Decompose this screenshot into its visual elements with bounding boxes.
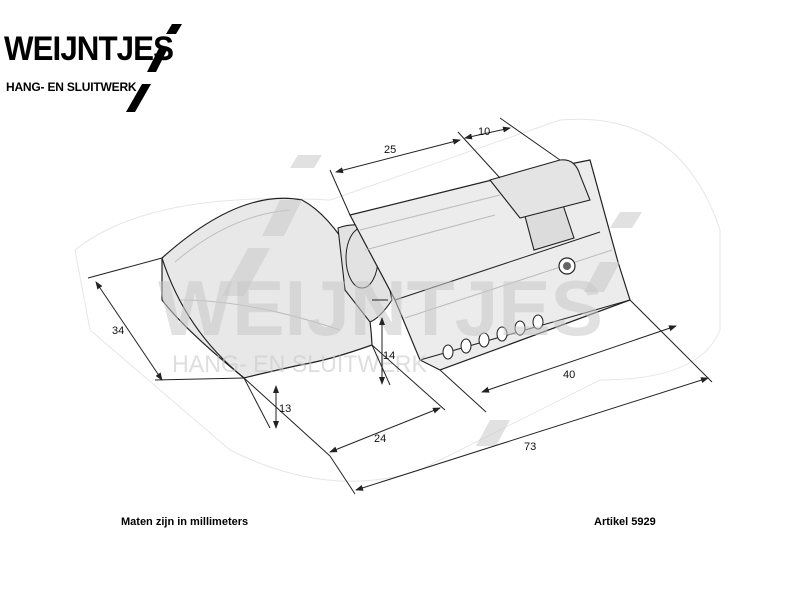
cylinder-body: [349, 159, 631, 371]
dim-label-24: 24: [374, 433, 386, 445]
dim-label-34: 34: [112, 325, 124, 337]
dim-line-25: [335, 138, 461, 174]
article-number: Artikel 5929: [594, 516, 656, 528]
brand-logo: WEIJNTJES HANG- EN SLUITWERK: [4, 8, 194, 120]
logo-slashes: [126, 24, 182, 112]
dim-line-34: [95, 281, 163, 381]
dim-line-24: [329, 407, 441, 453]
watermark-name: WEIJNTJES: [158, 264, 603, 352]
dimension-lines: [95, 126, 709, 491]
dim-label-40: 40: [563, 369, 575, 381]
background-outline: [74, 118, 721, 482]
units-note: Maten zijn in millimeters: [121, 516, 249, 528]
dim-line-10: [464, 126, 511, 140]
dim-label-25: 25: [384, 144, 396, 156]
brand-tagline: HANG- EN SLUITWERK: [6, 80, 137, 94]
dim-line-73: [355, 377, 709, 491]
dim-label-73: 73: [524, 441, 536, 453]
dim-label-13: 13: [279, 403, 291, 415]
thumb-turn-knob: [161, 197, 373, 379]
dim-label-14: 14: [383, 350, 395, 362]
brand-name: WEIJNTJES: [4, 30, 174, 68]
dim-label-10: 10: [478, 126, 490, 138]
